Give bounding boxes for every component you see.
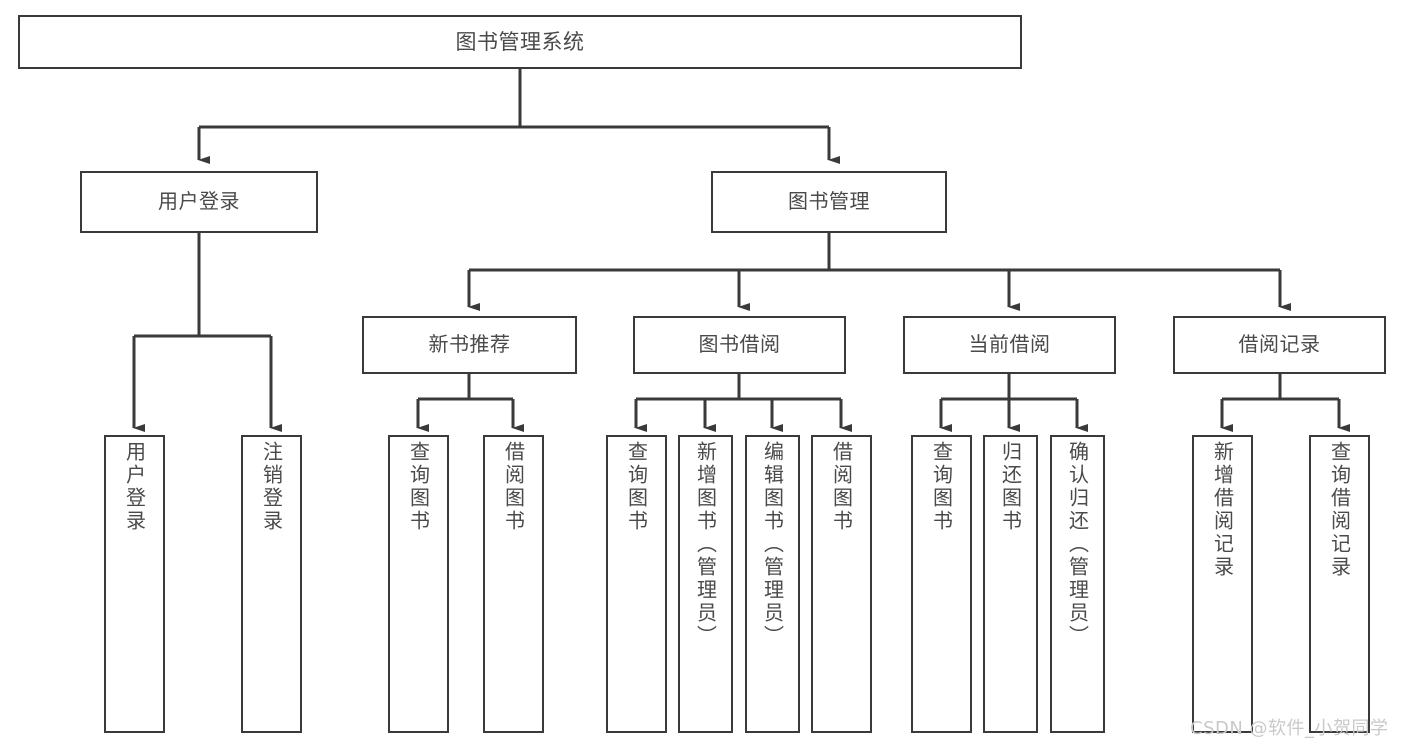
leaf-record-add-record[interactable]: 新增借阅记录 xyxy=(1192,435,1253,733)
node-root-book-management-system[interactable]: 图书管理系统 xyxy=(18,15,1022,69)
node-label: 查询图书 xyxy=(624,441,649,533)
leaf-new-book-borrow[interactable]: 借阅图书 xyxy=(483,435,544,733)
node-label: 图书管理系统 xyxy=(455,29,585,54)
node-label: 查询图书 xyxy=(929,441,954,533)
node-label: 用户登录 xyxy=(158,189,240,214)
node-new-book-recommend[interactable]: 新书推荐 xyxy=(362,316,577,374)
node-book-management[interactable]: 图书管理 xyxy=(711,171,947,233)
leaf-current-return-book[interactable]: 归还图书 xyxy=(983,435,1038,733)
leaf-borrow-edit-book-admin[interactable]: 编辑图书（管理员） xyxy=(745,435,800,733)
leaf-borrow-query-book[interactable]: 查询图书 xyxy=(606,435,667,733)
node-label: 新增借阅记录 xyxy=(1210,441,1235,579)
leaf-record-query-record[interactable]: 查询借阅记录 xyxy=(1309,435,1370,733)
node-book-borrow[interactable]: 图书借阅 xyxy=(633,316,846,374)
node-label: 图书借阅 xyxy=(698,332,781,357)
node-label: 新书推荐 xyxy=(428,332,511,357)
node-label: 确认归还（管理员） xyxy=(1065,441,1090,648)
leaf-borrow-borrow-book[interactable]: 借阅图书 xyxy=(811,435,872,733)
leaf-user-login-login[interactable]: 用户登录 xyxy=(104,435,165,733)
node-label: 新增图书（管理员） xyxy=(693,441,718,648)
node-label: 查询借阅记录 xyxy=(1327,441,1352,579)
leaf-new-book-query[interactable]: 查询图书 xyxy=(388,435,449,733)
node-label: 借阅图书 xyxy=(501,441,526,533)
leaf-current-query-book[interactable]: 查询图书 xyxy=(911,435,972,733)
leaf-borrow-add-book-admin[interactable]: 新增图书（管理员） xyxy=(678,435,733,733)
node-label: 编辑图书（管理员） xyxy=(760,441,785,648)
node-label: 用户登录 xyxy=(122,441,147,533)
leaf-user-login-logout[interactable]: 注销登录 xyxy=(241,435,302,733)
node-user-login[interactable]: 用户登录 xyxy=(80,171,318,233)
csdn-watermark: CSDN @软件_小贺同学 xyxy=(1190,718,1389,739)
node-label: 归还图书 xyxy=(998,441,1023,533)
node-borrow-record[interactable]: 借阅记录 xyxy=(1173,316,1386,374)
node-label: 当前借阅 xyxy=(968,332,1051,357)
node-current-borrow[interactable]: 当前借阅 xyxy=(903,316,1116,374)
leaf-current-confirm-return-admin[interactable]: 确认归还（管理员） xyxy=(1050,435,1105,733)
node-label: 借阅图书 xyxy=(829,441,854,533)
node-label: 注销登录 xyxy=(259,441,284,533)
node-label: 借阅记录 xyxy=(1238,332,1321,357)
node-label: 查询图书 xyxy=(406,441,431,533)
node-label: 图书管理 xyxy=(788,189,870,214)
